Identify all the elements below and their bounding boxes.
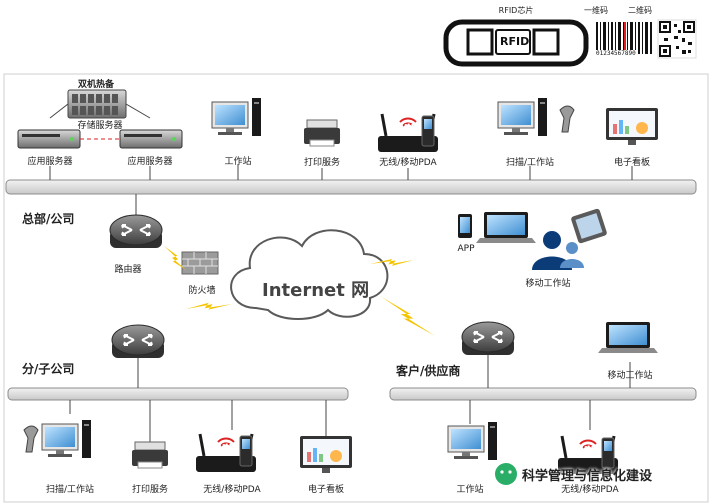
app-server-label: 应用服务器 xyxy=(27,157,73,167)
workstation-label: 工作站 xyxy=(224,157,252,167)
kanban-board-icon xyxy=(606,108,658,145)
app-label: APP xyxy=(457,244,475,254)
storage-link xyxy=(125,103,151,119)
wifi-text: WiFi xyxy=(576,445,601,456)
wifi-text: WiFi xyxy=(396,123,421,134)
scan-workstation-icon xyxy=(497,97,548,137)
rfid-tag-text: RFID xyxy=(500,35,530,48)
scan-workstation-icon xyxy=(41,419,92,459)
wan-link-lightning-icon xyxy=(374,296,441,336)
wan-link-lightning-icon xyxy=(185,292,232,321)
firewall-icon xyxy=(181,251,219,275)
wireless-pda-label: 无线/移动PDA xyxy=(561,485,619,495)
kanban-board-icon xyxy=(300,436,352,473)
customer-network-bar xyxy=(389,387,697,401)
qrcode-legend xyxy=(657,19,697,59)
router-icon xyxy=(109,214,163,249)
app-server-icon xyxy=(119,129,183,149)
scan-workstation-label: 扫描/工作站 xyxy=(45,485,95,495)
rfid-chip-label: RFID芯片 xyxy=(498,6,534,15)
router-icon xyxy=(111,324,165,359)
app-server-icon xyxy=(17,129,81,149)
user-icon xyxy=(532,231,584,270)
mobile-workstation-label: 移动工作站 xyxy=(607,371,653,381)
workstation-icon xyxy=(447,421,498,461)
internet-cloud-icon xyxy=(230,229,389,320)
print-service-label: 打印服务 xyxy=(303,158,341,168)
branch-section-title: 分/子公司 xyxy=(22,362,75,376)
laptop-icon xyxy=(598,322,658,353)
kanban-label: 电子看板 xyxy=(613,158,651,168)
wechat-logo-icon xyxy=(495,463,517,485)
qrcode-label: 二维码 xyxy=(628,6,652,15)
printer-icon xyxy=(303,119,341,147)
storage-link xyxy=(49,103,69,119)
barcode-scanner-icon xyxy=(559,105,575,133)
internet-label: Internet 网 xyxy=(262,280,370,301)
branch-connectors xyxy=(69,400,327,442)
hq-connectors xyxy=(49,164,633,218)
wireless-pda-label: 无线/移动PDA xyxy=(203,485,261,495)
barcode-number: 01234567890 xyxy=(596,50,636,57)
scan-workstation-label: 扫描/工作站 xyxy=(505,158,555,168)
barcode-label: 一维码 xyxy=(584,6,608,15)
dual-host-label: 双机热备 xyxy=(77,80,115,90)
hq-section-title: 总部/公司 xyxy=(22,212,75,226)
smartphone-icon xyxy=(458,214,472,238)
customer-section-title: 客户/供应商 xyxy=(396,364,461,378)
customer-connectors xyxy=(469,362,631,430)
workstation-label: 工作站 xyxy=(456,485,484,495)
storage-server-label: 存储服务器 xyxy=(77,121,123,131)
app-server-label: 应用服务器 xyxy=(127,157,173,167)
touch-screen-icon xyxy=(571,208,607,244)
kanban-label: 电子看板 xyxy=(307,485,345,495)
diagram-frame xyxy=(3,73,709,503)
barcode-legend xyxy=(594,22,652,54)
laptop-icon xyxy=(476,212,536,243)
watermark-text: 科学管理与信息化建设 xyxy=(522,469,653,484)
printer-icon xyxy=(131,441,169,469)
wifi-text: WiFi xyxy=(214,443,239,454)
router-label: 路由器 xyxy=(114,265,142,275)
rfid-legend xyxy=(443,19,589,67)
firewall-label: 防火墙 xyxy=(188,286,216,296)
storage-server-icon xyxy=(67,89,127,119)
workstation-icon xyxy=(211,97,262,137)
router-icon xyxy=(461,321,515,356)
wireless-pda-label: 无线/移动PDA xyxy=(379,158,437,168)
barcode-scanner-icon xyxy=(23,425,39,453)
hq-network-bar xyxy=(5,179,697,195)
branch-network-bar xyxy=(7,387,349,401)
print-service-label: 打印服务 xyxy=(131,485,169,495)
mobile-workstation-label: 移动工作站 xyxy=(525,279,571,289)
